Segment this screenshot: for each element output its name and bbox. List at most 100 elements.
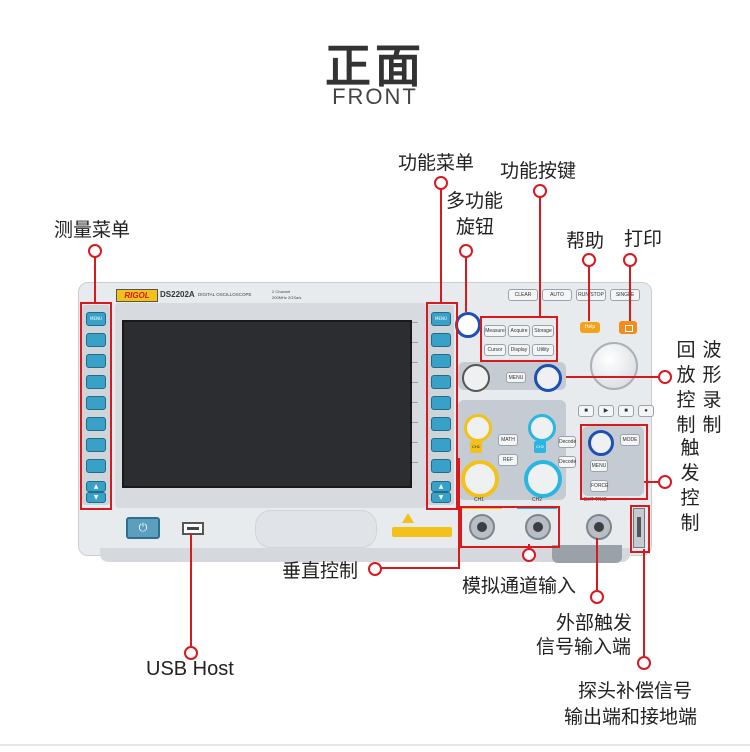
brand-text: RIGOL <box>124 291 150 300</box>
cursor-button[interactable]: Cursor <box>484 344 506 356</box>
measure-button[interactable]: Measure <box>484 325 506 337</box>
page-title: 正面 <box>325 39 425 93</box>
label-probe-comp-line2: 输出端和接地端 <box>564 706 698 728</box>
power-button[interactable]: ⏻ <box>126 517 160 539</box>
label-usb-host: USB Host <box>146 658 234 680</box>
right-softkey-menu[interactable]: MENU <box>431 312 451 326</box>
trigger-menu-button[interactable]: MENU <box>590 460 608 472</box>
left-softkey-menu-label: MENU <box>90 316 102 321</box>
right-softkey-6[interactable] <box>431 438 451 452</box>
auto-button[interactable]: AUTO <box>542 289 572 301</box>
callout-box-function-keys <box>480 316 558 362</box>
ch1-input-label: CH1 <box>474 497 485 503</box>
print-button[interactable] <box>619 321 637 334</box>
left-softkey-3[interactable] <box>86 375 106 389</box>
single-button[interactable]: SINGLE <box>610 289 640 301</box>
callout-dot-ext-trigger <box>590 590 604 604</box>
label-measure-menu: 测量菜单 <box>54 219 131 241</box>
display-button[interactable]: Display <box>508 344 530 356</box>
probe-comp-terminal[interactable] <box>633 508 645 548</box>
help-button[interactable]: Help <box>580 322 600 333</box>
acquire-button[interactable]: Acquire <box>508 325 530 337</box>
ch2-button[interactable]: CH2 <box>534 441 546 453</box>
right-softkey-2[interactable] <box>431 354 451 368</box>
left-softkey-2[interactable] <box>86 354 106 368</box>
callout-line-help <box>588 265 590 321</box>
front-handle-recess <box>255 510 377 548</box>
callout-dot-usb <box>184 646 198 660</box>
right-softkey-7[interactable] <box>431 459 451 473</box>
right-softkey-down[interactable]: ▼ <box>431 492 451 503</box>
right-softkey-5[interactable] <box>431 417 451 431</box>
label-playback-control: 回放控制 <box>676 339 696 436</box>
multi-function-knob[interactable] <box>455 312 481 338</box>
oscilloscope-base <box>100 548 630 562</box>
label-help: 帮助 <box>566 230 605 252</box>
ch2-scale-knob[interactable] <box>524 460 562 498</box>
callout-line-print <box>629 265 631 321</box>
page-subtitle: FRONT <box>332 84 418 109</box>
ch1-bnc-pin <box>477 522 487 532</box>
left-softkey-6[interactable] <box>86 438 106 452</box>
left-softkey-5[interactable] <box>86 417 106 431</box>
left-softkey-4[interactable] <box>86 396 106 410</box>
record-stop-button[interactable]: ■ <box>618 405 634 417</box>
ch1-button[interactable]: CH1 <box>470 441 482 453</box>
horizontal-menu-button[interactable]: MENU <box>506 372 526 383</box>
horizontal-scale-knob[interactable] <box>534 364 562 392</box>
label-ext-trigger-line1: 外部触发 <box>556 612 633 634</box>
right-softkey-up[interactable]: ▲ <box>431 481 451 492</box>
left-softkey-up[interactable]: ▲ <box>86 481 106 492</box>
ch2-input-label: CH2 <box>532 497 543 503</box>
ext-trig-bnc-pin <box>594 522 604 532</box>
left-softkey-7[interactable] <box>86 459 106 473</box>
callout-dot-analog-input <box>522 548 536 562</box>
run-stop-button[interactable]: RUN/STOP <box>576 289 606 301</box>
left-softkey-1[interactable] <box>86 333 106 347</box>
callout-dot-vertical <box>368 562 382 576</box>
left-softkey-down[interactable]: ▼ <box>86 492 106 503</box>
utility-button[interactable]: Utility <box>532 344 554 356</box>
trigger-level-knob[interactable] <box>588 430 614 456</box>
callout-box-analog-input <box>460 506 560 548</box>
main-rotary-knob[interactable] <box>590 342 638 390</box>
record-prev-button[interactable]: ■ <box>578 405 594 417</box>
ch2-button-label: CH2 <box>535 444 544 449</box>
callout-line-measure <box>94 256 96 302</box>
right-softkey-4[interactable] <box>431 396 451 410</box>
ch1-bnc-connector[interactable] <box>469 514 495 540</box>
brand-logo: RIGOL <box>116 289 158 302</box>
label-print: 打印 <box>624 228 663 250</box>
model-name: DS2202A <box>160 290 195 299</box>
decode2-button[interactable]: Decode <box>558 456 576 468</box>
clear-button[interactable]: CLEAR <box>508 289 538 301</box>
right-softkey-1[interactable] <box>431 333 451 347</box>
ch1-position-knob[interactable] <box>464 414 492 442</box>
callout-line-probe-comp <box>643 549 645 656</box>
math-button[interactable]: MATH <box>498 434 518 446</box>
storage-button[interactable]: Storage <box>532 325 554 337</box>
usb-port-tongue <box>187 527 199 530</box>
record-rec-button[interactable]: ● <box>638 405 654 417</box>
ch2-bnc-connector[interactable] <box>525 514 551 540</box>
callout-line-playback <box>566 376 658 378</box>
callout-box-function-menu <box>426 302 458 510</box>
horizontal-position-knob[interactable] <box>462 364 490 392</box>
record-play-button[interactable]: ▶ <box>598 405 614 417</box>
right-softkey-3[interactable] <box>431 375 451 389</box>
trigger-mode-button[interactable]: MODE <box>620 434 640 446</box>
oscilloscope-foot-right <box>552 545 622 563</box>
ch1-scale-knob[interactable] <box>461 460 499 498</box>
label-trigger-control: 触发控制 <box>680 437 700 534</box>
bottom-divider <box>0 744 750 746</box>
callout-dot-probe-comp <box>637 656 651 670</box>
model-subtitle: DIGITAL OSCILLOSCOPE <box>198 292 252 297</box>
left-softkey-menu[interactable]: MENU <box>86 312 106 326</box>
ch2-position-knob[interactable] <box>528 414 556 442</box>
usb-host-port[interactable] <box>182 522 204 535</box>
ext-trig-bnc-connector[interactable] <box>586 514 612 540</box>
ref-button[interactable]: REF <box>498 454 518 466</box>
trigger-force-button[interactable]: FORCE <box>590 480 609 492</box>
decode1-button[interactable]: Decode <box>558 436 576 448</box>
callout-line-function-keys <box>539 196 541 316</box>
